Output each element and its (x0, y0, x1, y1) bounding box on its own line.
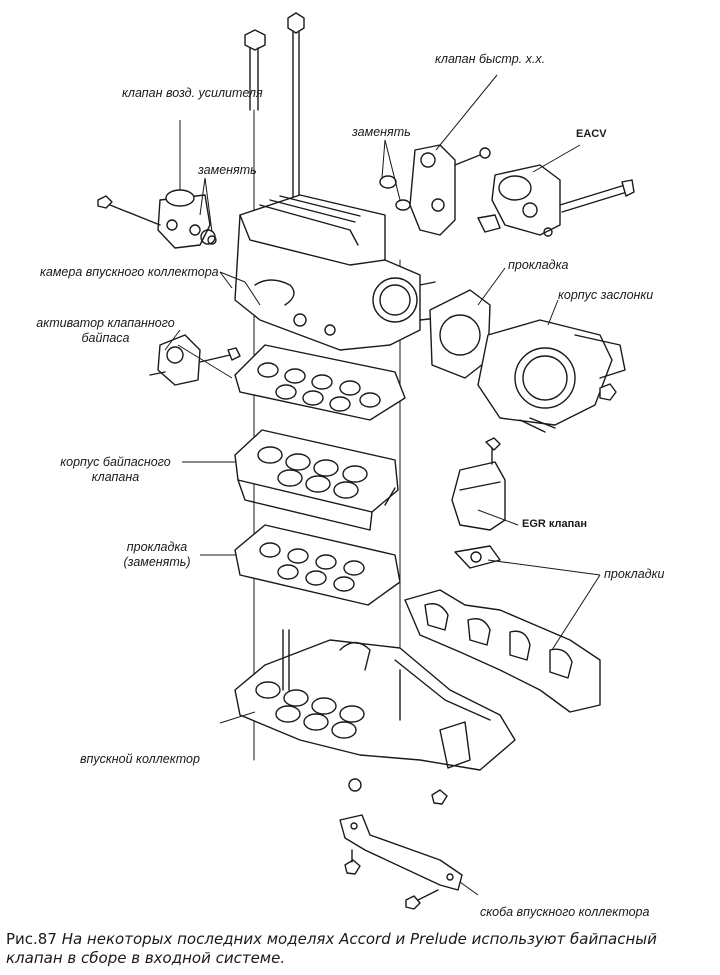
egr-gasket (454, 545, 501, 569)
eacv (477, 164, 635, 237)
long-stud-right (287, 12, 305, 201)
intake-plenum (234, 194, 439, 351)
bypass-actuator (149, 334, 241, 386)
manifold-bracket (339, 814, 463, 891)
figure-caption-text: На некоторых последних моделях Accord и … (6, 930, 657, 967)
label-throttle-body: корпус заслонки (558, 288, 654, 302)
label-egr-valve: EGR клапан (522, 518, 588, 530)
figure-caption: Рис.87 На некоторых последних моделях Ac… (6, 930, 716, 968)
label-plenum: камера впускного коллектора (40, 265, 219, 279)
label-eacv: EACV (576, 128, 607, 140)
intake-manifold (234, 629, 516, 792)
fast-idle-valve (379, 144, 491, 236)
exploded-intake-diagram (97, 12, 635, 910)
label-fast-idle-valve: клапан быстр. х.х. (435, 52, 546, 66)
label-bypass-body: корпус байпасного клапана (60, 455, 171, 484)
label-replace-idle: заменять (352, 125, 411, 139)
label-gasket-replace: прокладка (заменять) (123, 540, 191, 569)
label-bypass-actuator: активатор клапанного байпаса (36, 316, 175, 345)
lower-bolts (344, 789, 448, 910)
manifold-gaskets (404, 589, 601, 713)
throttle-body-gasket (429, 289, 491, 379)
label-manifold-bracket: скоба впускного коллектора (480, 905, 650, 919)
leader-lines (164, 74, 601, 896)
air-booster-valve (97, 189, 217, 249)
figure-number: Рис.87 (6, 930, 57, 948)
label-replace-booster: заменять (198, 163, 257, 177)
label-booster-valve: клапан возд. усилителя (122, 86, 263, 100)
label-throttle-gasket: прокладка (508, 258, 569, 272)
egr-valve (451, 437, 506, 531)
label-gaskets: прокладки (604, 567, 665, 581)
bypass-valve-body (234, 429, 399, 531)
upper-gasket (234, 344, 406, 421)
label-intake-manifold: впускной коллектор (80, 752, 200, 766)
throttle-body (477, 319, 626, 433)
lower-gasket (234, 524, 401, 606)
